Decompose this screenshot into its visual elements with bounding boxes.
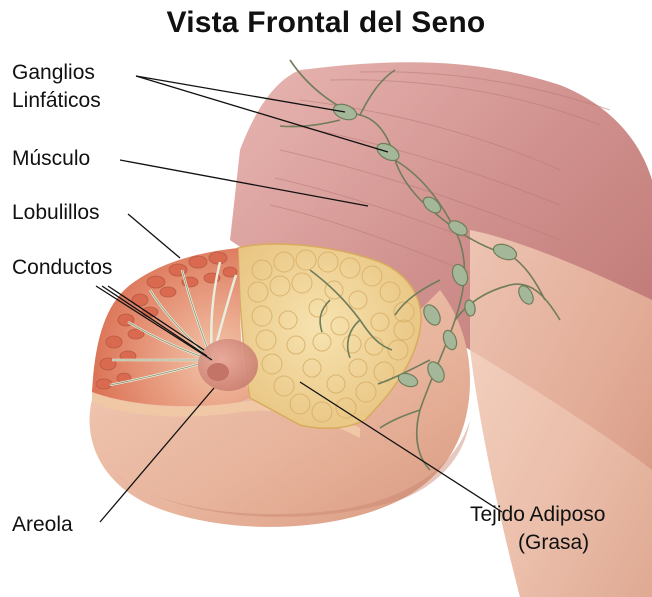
diagram-title: Vista Frontal del Seno xyxy=(0,6,652,40)
label-areola: Areola xyxy=(12,512,73,538)
label-musculo: Músculo xyxy=(12,146,90,172)
label-ganglios-line1: Ganglios xyxy=(12,60,95,86)
nipple xyxy=(207,363,229,381)
label-lobulillos: Lobulillos xyxy=(12,200,100,226)
label-ganglios-line2: Linfáticos xyxy=(12,88,101,114)
label-conductos: Conductos xyxy=(12,255,112,281)
label-tejido-line2: (Grasa) xyxy=(518,530,589,556)
areola xyxy=(198,339,258,391)
label-tejido-line1: Tejido Adiposo xyxy=(470,502,605,528)
